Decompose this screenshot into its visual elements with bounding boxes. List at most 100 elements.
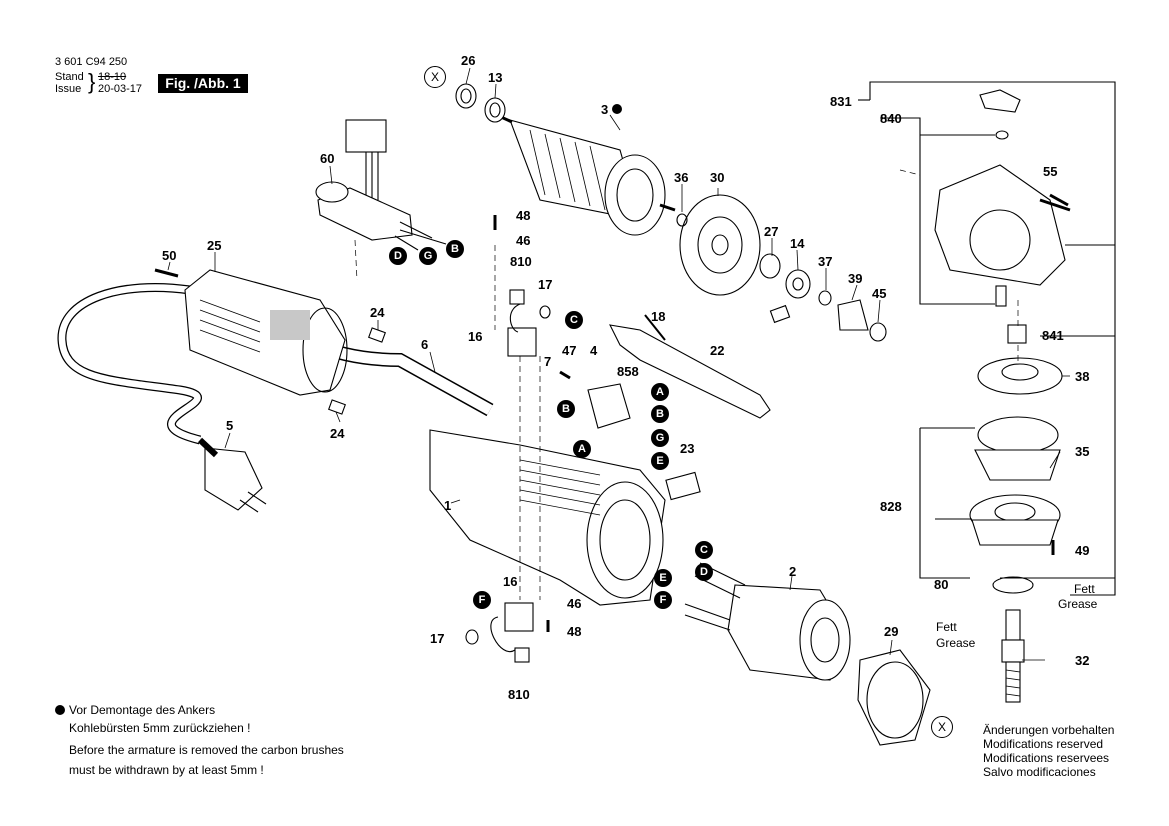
field-winding [684, 562, 851, 681]
grease-note-grease-left: Grease [936, 636, 976, 650]
bevel-pinion [837, 299, 869, 331]
connector-a-left: A [573, 440, 591, 458]
connector-c-bottom: C [695, 541, 713, 559]
part-label-24-bottom: 24 [330, 426, 345, 441]
part-label-840: 840 [880, 111, 902, 126]
modifications-line2: Modifications reserved [983, 737, 1104, 751]
footer-note-line2: Kohlebürsten 5mm zurückziehen ! [69, 721, 251, 735]
armature [489, 110, 676, 236]
connector-b-right: B [651, 405, 669, 423]
part-label-32: 32 [1075, 653, 1090, 668]
connector-d-top: D [389, 247, 407, 265]
connector-c-top: C [565, 311, 583, 329]
part-label-48-bottom: 48 [567, 624, 582, 639]
stand-label: Stand [55, 71, 84, 83]
part-label-49: 49 [1075, 543, 1090, 558]
part-label-831: 831 [830, 94, 852, 109]
footer-note-line3: Before the armature is removed the carbo… [69, 743, 344, 757]
part-label-13: 13 [488, 70, 503, 85]
connector-a-right: A [651, 383, 669, 401]
part-label-17-top: 17 [538, 277, 553, 292]
grease-note-fett-right: Fett [1074, 582, 1095, 596]
part-label-17-bottom: 17 [430, 631, 445, 646]
protection-guard [857, 649, 931, 746]
connector-e-bottom: E [654, 569, 672, 587]
part-label-18: 18 [651, 309, 666, 324]
bearing-13 [484, 97, 506, 123]
connector-b-left: B [557, 400, 575, 418]
part-label-80: 80 [934, 577, 949, 592]
x-marker-top: X [424, 66, 446, 88]
part-label-27: 27 [764, 224, 779, 239]
footer-note-line1: Vor Demontage des Ankers [69, 703, 216, 717]
connector-d-bottom: D [695, 563, 713, 581]
part-label-38: 38 [1075, 369, 1090, 384]
part-label-810-bottom: 810 [508, 687, 530, 702]
connector-f-left: F [473, 591, 491, 609]
crown-gear [977, 357, 1063, 395]
grease-note-grease-right: Grease [1058, 597, 1098, 611]
connector-g-right: G [651, 429, 669, 447]
switch-rod [609, 324, 771, 419]
part-label-16-bottom: 16 [503, 574, 518, 589]
part-label-55: 55 [1043, 164, 1058, 179]
mains-plug [197, 437, 267, 513]
part-label-2: 2 [789, 564, 797, 579]
stand-value: 18-10 [98, 71, 127, 83]
part-label-30: 30 [710, 170, 725, 185]
part-label-828: 828 [880, 499, 902, 514]
electronic-module [315, 119, 447, 251]
on-off-switch [587, 383, 631, 429]
part-label-24-top: 24 [370, 305, 385, 320]
part-label-37: 37 [818, 254, 833, 269]
part-label-47: 47 [562, 343, 577, 358]
fan-wheel [679, 194, 761, 296]
part-label-23: 23 [680, 441, 695, 456]
spindle [1001, 609, 1025, 703]
part-label-50: 50 [162, 248, 177, 263]
cord-housing-cover [184, 269, 348, 396]
armature-dot-icon [612, 104, 622, 114]
modifications-line3: Modifications reservees [983, 751, 1110, 765]
part-label-45: 45 [872, 286, 887, 301]
part-label-1: 1 [444, 498, 452, 513]
bearing-flange [974, 449, 1061, 481]
connector-b-top: B [446, 240, 464, 258]
bearing-26 [455, 83, 477, 109]
part-label-48-top: 48 [516, 208, 531, 223]
figure-label: Fig. /Abb. 1 [158, 74, 248, 93]
part-label-7: 7 [544, 354, 552, 369]
bullet-dot-icon [55, 705, 65, 715]
part-label-36: 36 [674, 170, 689, 185]
part-label-60: 60 [320, 151, 335, 166]
part-label-810-top: 810 [510, 254, 532, 269]
issue-label: Issue [55, 83, 82, 95]
part-label-46-top: 46 [516, 233, 531, 248]
part-label-4: 4 [590, 343, 598, 358]
part-label-46-bottom: 46 [567, 596, 582, 611]
connector-g-top: G [419, 247, 437, 265]
part-label-6: 6 [421, 337, 429, 352]
document-number: 3 601 C94 250 [55, 56, 128, 68]
part-label-29: 29 [884, 624, 899, 639]
ring-27 [759, 253, 781, 279]
part-label-858: 858 [617, 364, 639, 379]
issue-value: 20-03-17 [98, 83, 143, 95]
part-label-3: 3 [601, 102, 609, 117]
gear-housing [934, 89, 1071, 307]
part-label-39: 39 [848, 271, 863, 286]
part-label-22: 22 [710, 343, 725, 358]
modifications-line1: Änderungen vorbehalten [983, 723, 1115, 737]
part-label-35: 35 [1075, 444, 1090, 459]
x-marker-bottom: X [931, 716, 953, 738]
part-label-16-top: 16 [468, 329, 483, 344]
modifications-line4: Salvo modificaciones [983, 765, 1096, 779]
part-label-25: 25 [207, 238, 222, 253]
part-label-841: 841 [1042, 328, 1064, 343]
header-brace: } [88, 69, 96, 94]
bearing-14 [785, 269, 811, 299]
footer-note-line4: must be withdrawn by at least 5mm ! [69, 763, 264, 777]
connector-e-right: E [651, 452, 669, 470]
part-label-5: 5 [226, 418, 234, 433]
